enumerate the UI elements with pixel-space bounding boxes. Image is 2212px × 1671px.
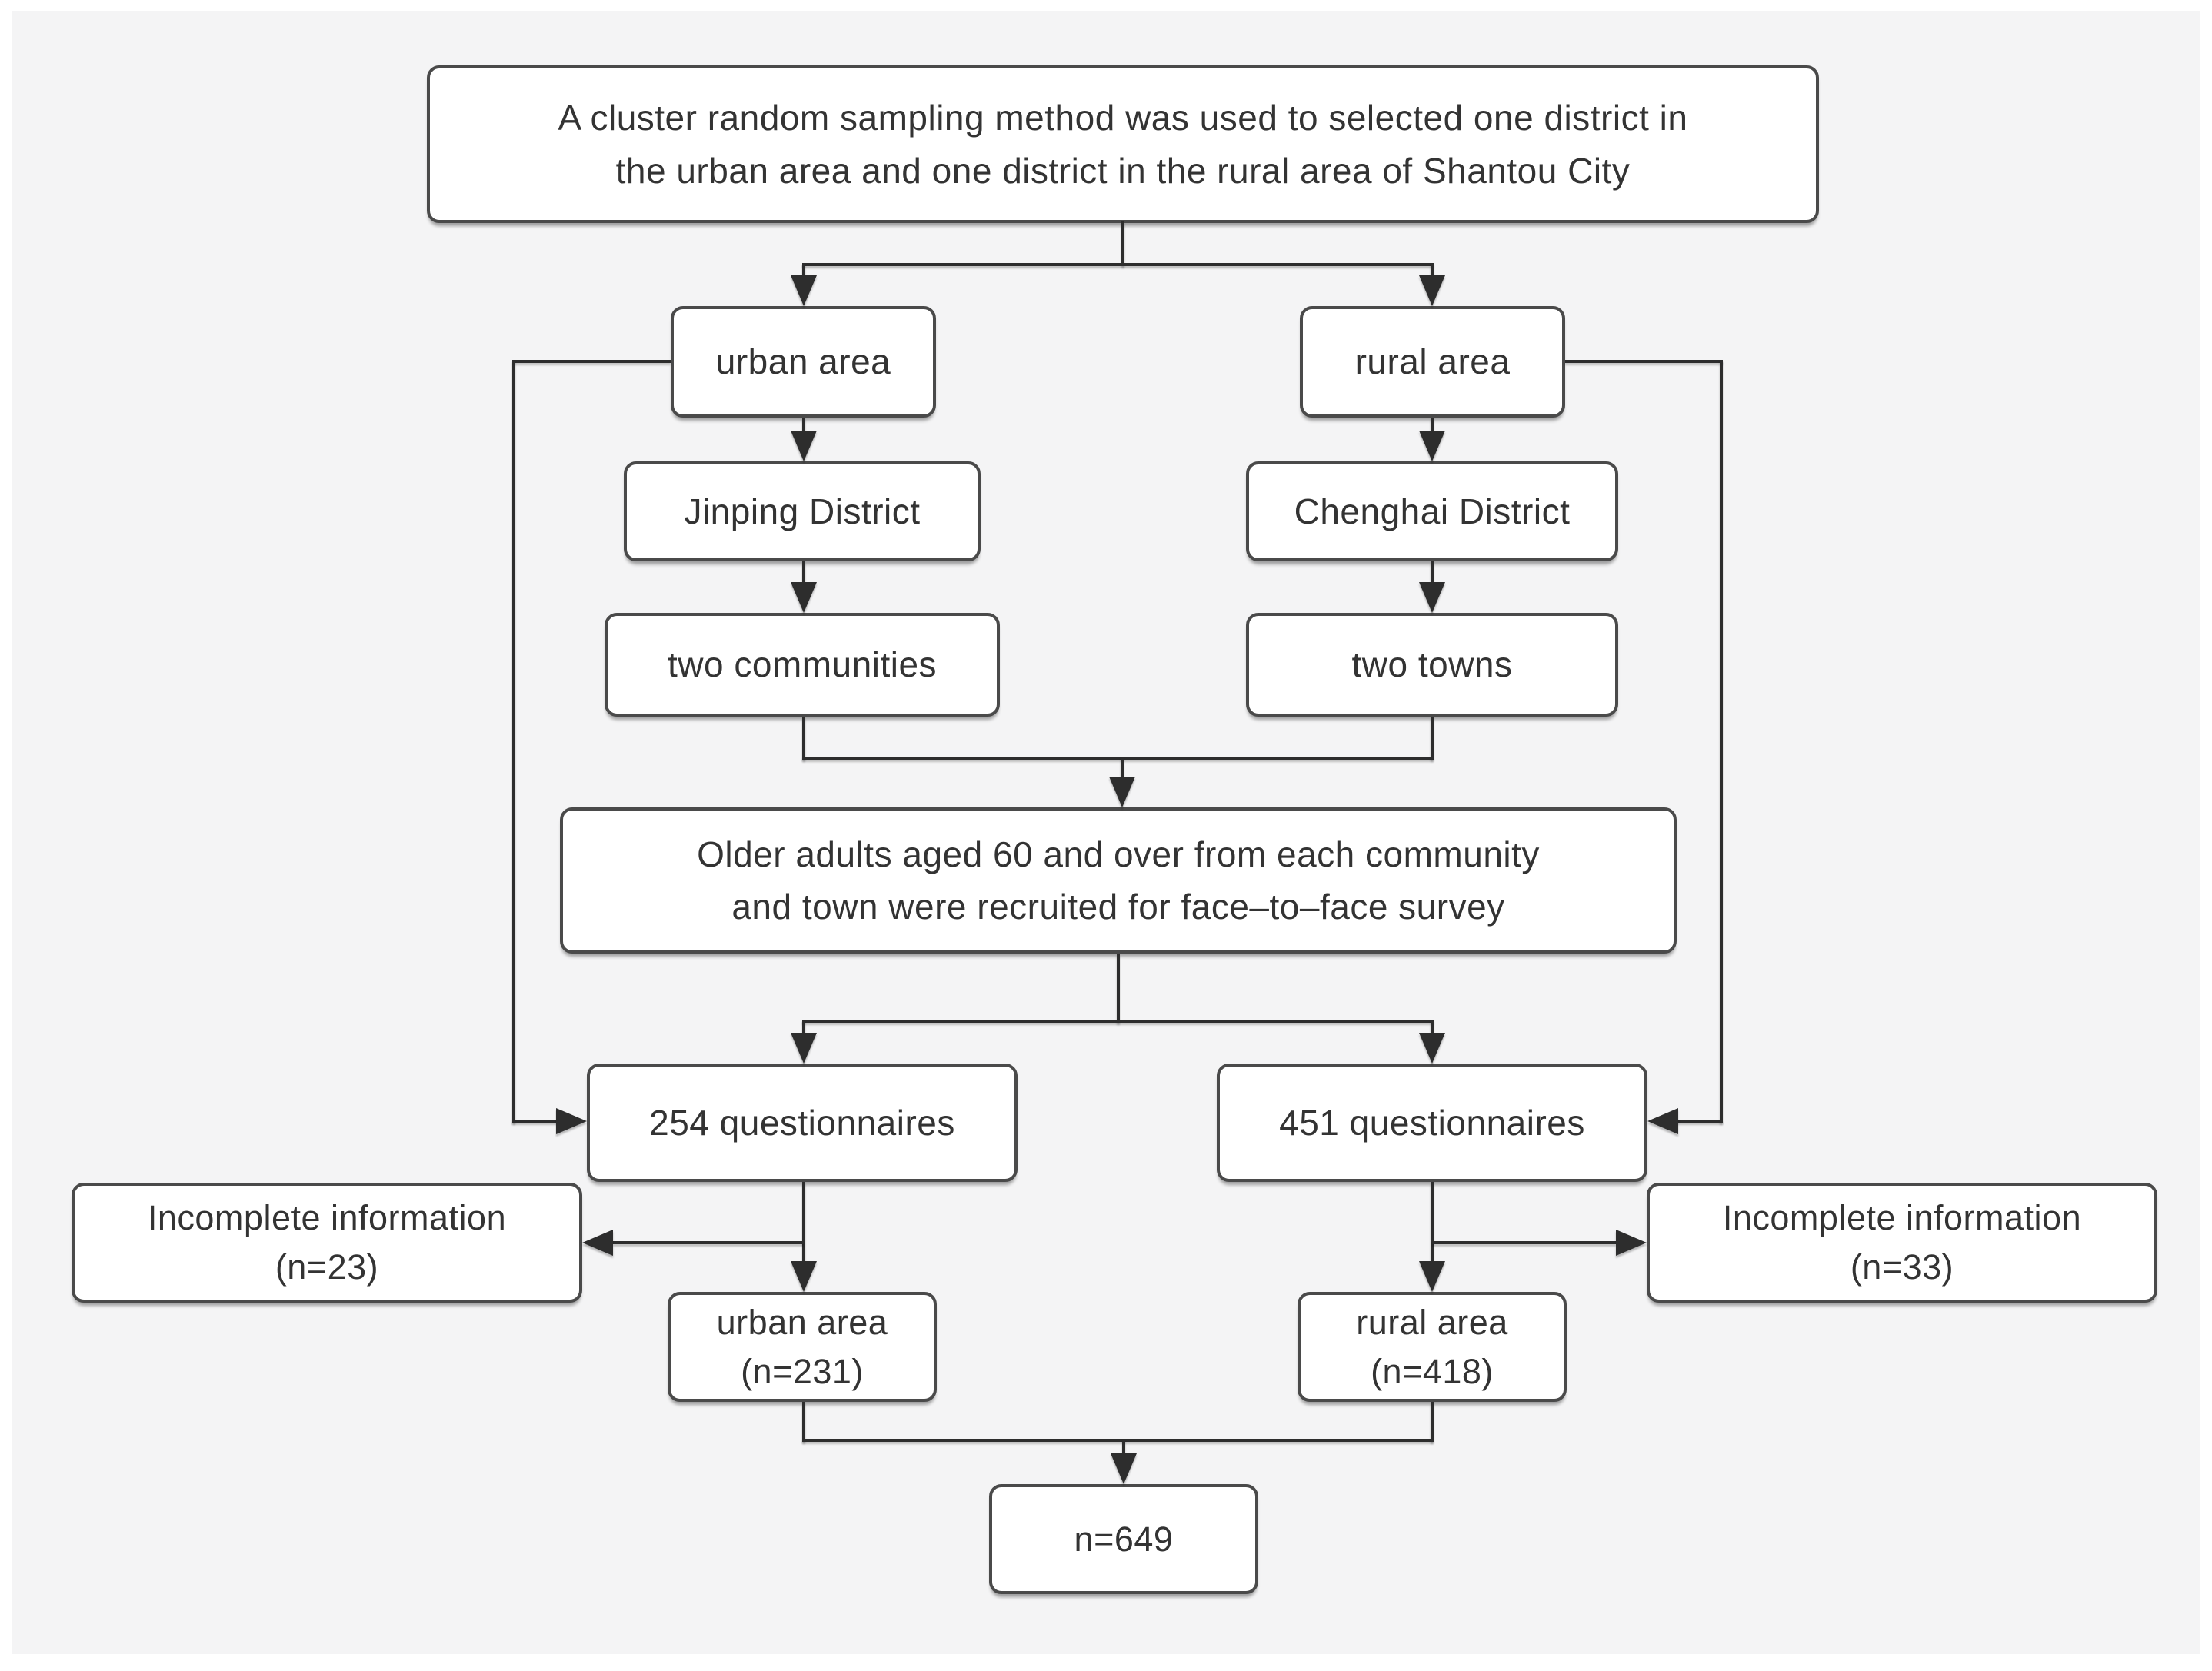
connector-rural-final-down (1431, 1402, 1434, 1442)
node-total: n=649 (989, 1484, 1258, 1594)
arrowhead-into-rural-final (1419, 1261, 1445, 1292)
node-urban-questionnaires-label: 254 questionnaires (649, 1102, 955, 1143)
connector-rural-district-stem (1431, 418, 1434, 433)
node-rural-incomplete-label: Incomplete information (n=33) (1722, 1198, 2082, 1287)
arrowhead-into-recruitment (1109, 777, 1135, 807)
connector-chenghai-towns-stem (1431, 561, 1434, 584)
node-urban-final-label: urban area (n=231) (716, 1302, 888, 1391)
node-urban-final: urban area (n=231) (668, 1292, 937, 1402)
node-recruitment-label: Older adults aged 60 and over from each … (697, 834, 1540, 927)
connector-split1-right-stem (1431, 263, 1434, 277)
connector-recruitment-down (1117, 954, 1120, 1023)
node-sampling-method-label: A cluster random sampling method was use… (558, 98, 1688, 191)
node-two-communities: two communities (605, 613, 1000, 717)
arrowhead-into-rural-area (1419, 275, 1445, 306)
node-urban-area: urban area (671, 306, 936, 418)
connector-right-rail-vertical (1720, 360, 1723, 1123)
arrowhead-into-urban-incomplete (582, 1230, 613, 1256)
node-total-label: n=649 (1074, 1519, 1174, 1559)
arrowhead-into-jinping (791, 431, 817, 461)
arrowhead-into-two-towns (1419, 582, 1445, 613)
connector-split1-left-stem (802, 263, 805, 277)
connector-split2-right-stem (1431, 1020, 1434, 1035)
arrowhead-into-451-questionnaires (1419, 1033, 1445, 1064)
node-chenghai-district-label: Chenghai District (1294, 491, 1571, 531)
arrowhead-into-urban-final (791, 1261, 817, 1292)
node-two-towns-label: two towns (1351, 644, 1513, 685)
connector-jinping-communities-stem (802, 561, 805, 584)
connector-merge2-horizontal (802, 1439, 1434, 1442)
node-rural-area: rural area (1300, 306, 1565, 418)
connector-451-down (1431, 1182, 1434, 1263)
arrowhead-into-rural-incomplete (1616, 1230, 1647, 1256)
arrowhead-into-total (1111, 1453, 1137, 1484)
arrowhead-into-254-questionnaires (791, 1033, 817, 1064)
connector-split1-horizontal (802, 263, 1434, 266)
node-urban-area-label: urban area (715, 341, 891, 382)
connector-recruitment-stem (1121, 757, 1124, 778)
node-chenghai-district: Chenghai District (1246, 461, 1618, 561)
node-urban-questionnaires: 254 questionnaires (587, 1064, 1018, 1182)
node-rural-final: rural area (n=418) (1298, 1292, 1567, 1402)
arrowhead-into-two-communities (791, 582, 817, 613)
connector-total-stem (1122, 1439, 1125, 1455)
node-rural-final-label: rural area (n=418) (1356, 1302, 1508, 1391)
node-rural-incomplete: Incomplete information (n=33) (1647, 1183, 2157, 1303)
connector-excluded-left-horizontal (613, 1241, 804, 1244)
connector-split2-left-stem (802, 1020, 805, 1035)
connector-excluded-right-horizontal (1432, 1241, 1616, 1244)
connector-split2-horizontal (802, 1020, 1434, 1023)
node-recruitment: Older adults aged 60 and over from each … (560, 807, 1677, 954)
arrowhead-into-urban-area (791, 275, 817, 306)
connector-254-down (802, 1182, 805, 1263)
arrowhead-into-chenghai (1419, 431, 1445, 461)
connector-right-rail-top (1565, 360, 1723, 363)
node-urban-incomplete-label: Incomplete information (n=23) (147, 1198, 507, 1287)
arrowhead-rail-into-451 (1647, 1108, 1678, 1134)
connector-towns-down (1431, 717, 1434, 760)
node-two-communities-label: two communities (667, 644, 938, 685)
connector-left-rail-in (512, 1120, 558, 1123)
node-sampling-method: A cluster random sampling method was use… (427, 65, 1819, 223)
connector-left-rail-vertical (512, 360, 515, 1123)
connector-right-rail-in (1677, 1120, 1723, 1123)
node-rural-questionnaires-label: 451 questionnaires (1279, 1102, 1585, 1143)
node-urban-incomplete: Incomplete information (n=23) (72, 1183, 582, 1303)
connector-left-rail-top (514, 360, 671, 363)
connector-communities-down (802, 717, 805, 760)
node-rural-questionnaires: 451 questionnaires (1217, 1064, 1647, 1182)
node-jinping-district-label: Jinping District (684, 491, 921, 531)
node-rural-area-label: rural area (1354, 341, 1511, 382)
connector-top-stem (1121, 221, 1124, 266)
connector-urban-final-down (802, 1402, 805, 1442)
node-two-towns: two towns (1246, 613, 1618, 717)
connector-merge1-horizontal (802, 757, 1434, 760)
connector-urban-district-stem (802, 418, 805, 433)
arrowhead-rail-into-254 (556, 1108, 587, 1134)
node-jinping-district: Jinping District (624, 461, 981, 561)
